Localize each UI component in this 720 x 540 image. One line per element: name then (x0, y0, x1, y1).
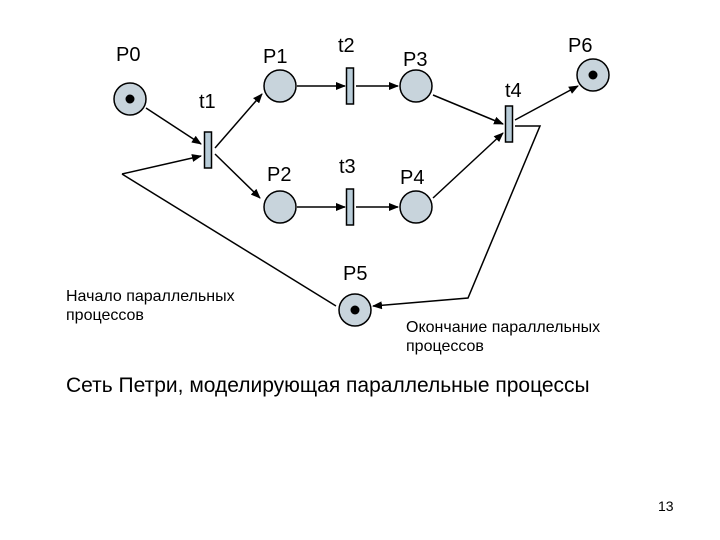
arc-t4-p6 (514, 85, 579, 121)
place-label-p5: P5 (343, 263, 368, 285)
page-number: 13 (658, 498, 674, 514)
transition-label-t1: t1 (199, 91, 216, 113)
place-label-p1: P1 (263, 46, 288, 68)
arc-t1-p2 (214, 153, 261, 199)
arc-feedback-t1 (121, 154, 202, 175)
transition-t4 (504, 105, 514, 143)
place-label-p6: P6 (568, 35, 593, 57)
arc-p0-t1 (145, 107, 202, 145)
token-p6 (588, 70, 598, 80)
arc-t4-p5 (372, 125, 542, 310)
place-label-p2: P2 (267, 164, 292, 186)
place-label-p4: P4 (400, 167, 425, 189)
place-p3 (399, 69, 433, 103)
transition-t2 (345, 67, 355, 105)
token-p5 (350, 305, 360, 315)
transition-label-t3: t3 (339, 156, 356, 178)
place-label-p0: P0 (116, 44, 141, 66)
place-p1 (263, 69, 297, 103)
transition-label-t4: t4 (505, 80, 522, 102)
start-note: Начало параллельных процессов (66, 288, 235, 324)
arc-p3-t4 (432, 94, 504, 125)
diagram-caption: Сеть Петри, моделирующая параллельные пр… (66, 374, 590, 397)
transition-t1 (203, 131, 213, 169)
place-p4 (399, 190, 433, 224)
place-p2 (263, 190, 297, 224)
transition-label-t2: t2 (338, 35, 355, 57)
token-p0 (125, 94, 135, 104)
transition-t3 (345, 188, 355, 226)
end-note: Окончание параллельных процессов (406, 319, 601, 355)
arc-p5-feedback (121, 173, 337, 307)
arc-p4-t4 (432, 132, 504, 199)
arc-t1-p1 (214, 93, 263, 149)
place-label-p3: P3 (403, 49, 428, 71)
